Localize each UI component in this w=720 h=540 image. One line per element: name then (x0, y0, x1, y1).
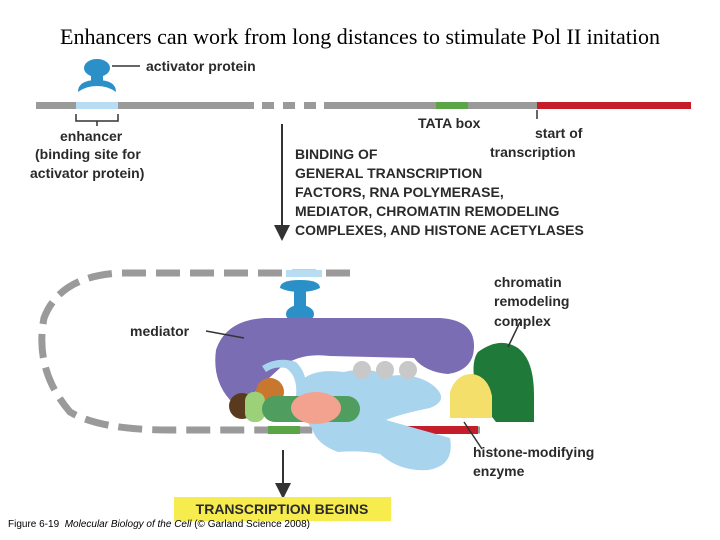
transcription-begins-banner (174, 497, 391, 521)
dna-segment-left (36, 102, 254, 109)
transcription-begins-label: TRANSCRIPTION BEGINS (196, 501, 369, 517)
caption-book: Molecular Biology of the Cell (64, 519, 192, 530)
caption-figure: Figure 6-19 (8, 519, 60, 530)
histone-label-1: histone-modifying (473, 444, 594, 460)
tata-box-segment-loop (268, 426, 300, 434)
chromatin-label-2: remodeling (494, 293, 569, 309)
rna-polymerase (300, 369, 451, 471)
start-of-label: start of (535, 125, 583, 141)
activator-protein-label: activator protein (146, 58, 256, 74)
transcribed-region (537, 102, 691, 109)
activator-protein-bound (280, 280, 320, 323)
binding-line-3: FACTORS, RNA POLYMERASE, (295, 184, 504, 200)
enhancer-bracket (75, 114, 119, 126)
mediator-leader-line (205, 330, 245, 339)
mediator-label: mediator (130, 323, 190, 339)
caption-publisher: (© Garland Science 2008) (194, 519, 310, 530)
histone-label-2: enzyme (473, 463, 525, 479)
histone-modifying-enzyme (450, 374, 492, 418)
tata-box-label: TATA box (418, 115, 481, 131)
dna-dash-3 (304, 102, 316, 109)
tata-box-segment (436, 102, 468, 109)
binding-line-5: COMPLEXES, AND HISTONE ACETYLASES (295, 222, 584, 238)
transcription-factor-grey-1 (353, 361, 371, 379)
enhancer-desc-1: (binding site for (35, 146, 141, 162)
enhancer-label: enhancer (60, 128, 123, 144)
transcription-factor-grey-2 (376, 361, 394, 379)
dna-segment-right (324, 102, 538, 109)
dna-dash-1 (262, 102, 274, 109)
enhancer-desc-2: activator protein) (30, 165, 144, 181)
activator-protein-top (78, 59, 116, 92)
binding-line-2: GENERAL TRANSCRIPTION (295, 165, 482, 181)
figure-caption: Figure 6-19 Molecular Biology of the Cel… (8, 519, 310, 530)
chromatin-leader-line (507, 321, 521, 348)
enhancer-segment (76, 102, 118, 109)
chromatin-label-1: chromatin (494, 274, 562, 290)
mediator-complex (215, 318, 475, 400)
top-dna-strand (36, 102, 691, 109)
binding-line-1: BINDING OF (295, 146, 378, 162)
dna-dash-2 (283, 102, 295, 109)
transcription-factor-grey-3 (399, 361, 417, 379)
transcription-factor-hook (262, 359, 306, 396)
enhancer-segment-loop (286, 270, 322, 277)
transcription-label: transcription (490, 144, 576, 160)
slide-title: Enhancers can work from long distances t… (60, 24, 660, 49)
histone-leader-line (463, 421, 483, 450)
transcription-factor-pink (291, 392, 341, 424)
chromatin-label-3: complex (494, 313, 551, 329)
binding-line-4: MEDIATOR, CHROMATIN REMODELING (295, 203, 560, 219)
transcription-factor-lightgreen (245, 392, 265, 422)
